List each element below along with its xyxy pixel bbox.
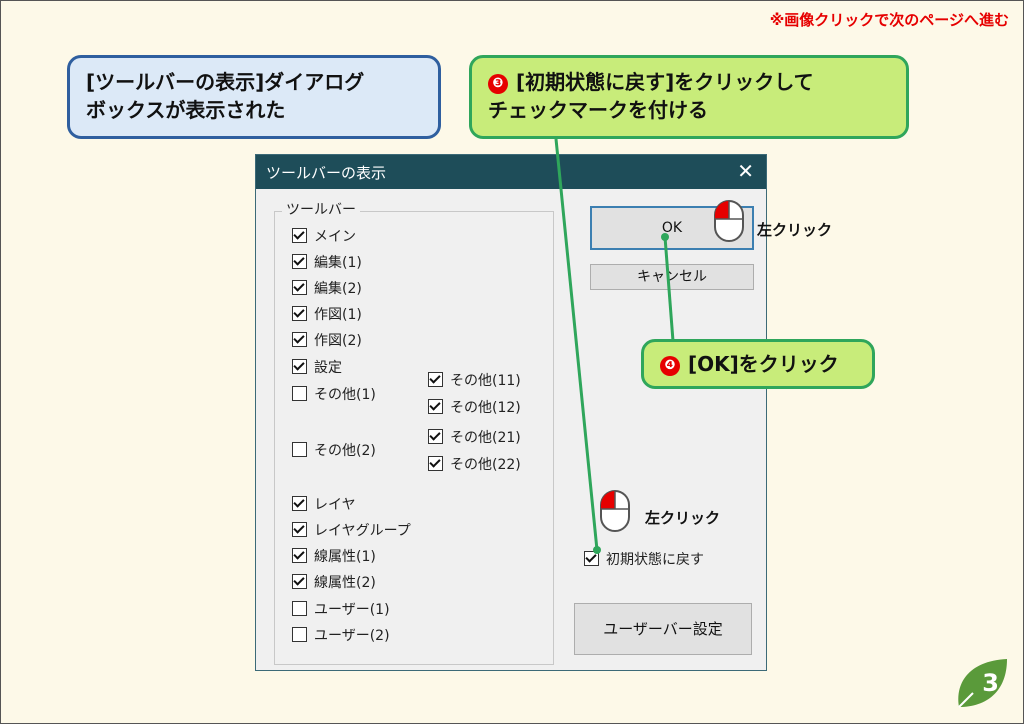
toolbar-checkbox-b-4[interactable]: その他(22) [428,455,521,475]
left-click-mouse-icon [714,200,744,242]
toolbar-checkbox-a-2[interactable]: 編集(1) [292,253,362,273]
left-click-label: 左クリック [757,221,833,239]
close-icon[interactable]: ✕ [737,159,754,183]
checkbox-label: 初期状態に戻す [606,552,704,568]
checkbox-box[interactable] [292,386,307,401]
checkbox-box[interactable] [292,601,307,616]
checkbox-label: 作図(2) [314,333,362,349]
checkbox-label: その他(21) [450,430,521,446]
checkbox-label: その他(22) [450,457,521,473]
checkbox-label: 編集(2) [314,281,362,297]
checkbox-label: 線属性(2) [314,575,376,591]
checkbox-label: ユーザー(2) [314,628,390,644]
callout-step-3: ❸ [初期状態に戻す]をクリックして チェックマークを付ける [469,55,909,139]
connector-dot [593,546,601,554]
next-page-hint[interactable]: ※画像クリックで次のページへ進む [769,11,1009,29]
checkbox-box[interactable] [292,359,307,374]
checkbox-label: その他(11) [450,373,521,389]
toolbar-checkbox-a-6[interactable]: 設定 [292,358,342,378]
checkbox-box[interactable] [292,254,307,269]
checkbox-box[interactable] [292,306,307,321]
toolbar-checkbox-b-1[interactable]: その他(11) [428,371,521,391]
page-number-leaf-icon [958,659,1007,708]
cancel-button[interactable]: キャンセル [590,264,754,290]
checkbox-label: レイヤグループ [314,523,411,539]
toolbar-checkbox-a-5[interactable]: 作図(2) [292,331,362,351]
callout-line: [ツールバーの表示]ダイアログ [86,70,365,94]
connector-line-step-4 [663,236,675,342]
checkbox-box[interactable] [428,456,443,471]
checkbox-label: 設定 [314,360,342,376]
checkbox-box[interactable] [292,496,307,511]
checkbox-box[interactable] [292,548,307,563]
group-label: ツールバー [282,199,360,219]
checkbox-box[interactable] [292,627,307,642]
checkbox-box[interactable] [292,574,307,589]
reset-default-checkbox[interactable]: 初期状態に戻す [584,550,704,570]
toolbar-checkbox-a-8[interactable]: その他(2) [292,441,376,461]
step-number-badge: ❸ [488,74,508,94]
dialog-title: ツールバーの表示 [266,164,387,182]
toolbar-checkbox-a-3[interactable]: 編集(2) [292,279,362,299]
callout-text: [初期状態に戻す]をクリックして [516,70,814,94]
callout-text: [OK]をクリック [688,352,839,376]
checkbox-box[interactable] [428,399,443,414]
callout-line: チェックマークを付ける [488,98,708,122]
toolbar-checkbox-a-1[interactable]: メイン [292,227,356,247]
left-click-label: 左クリック [645,509,721,527]
left-click-mouse-icon [600,490,630,532]
checkbox-box[interactable] [292,228,307,243]
checkbox-label: 編集(1) [314,255,362,271]
callout-dialog-shown: [ツールバーの表示]ダイアログ ボックスが表示された [67,55,441,139]
connector-dot [661,233,669,241]
checkbox-label: 線属性(1) [314,549,376,565]
toolbar-checkbox-b-2[interactable]: その他(12) [428,398,521,418]
toolbar-checkbox-a-10[interactable]: レイヤグループ [292,521,411,541]
callout-line: ❸ [初期状態に戻す]をクリックして [488,68,890,96]
checkbox-label: メイン [314,229,356,245]
toolbar-checkbox-a-11[interactable]: 線属性(1) [292,547,376,567]
page-number: 3 [982,669,999,697]
checkbox-box[interactable] [292,442,307,457]
checkbox-box[interactable] [428,372,443,387]
checkbox-box[interactable] [584,551,599,566]
checkbox-label: その他(2) [314,443,376,459]
checkbox-label: その他(12) [450,400,521,416]
connector-line-step-3 [554,138,599,551]
step-number-badge: ❹ [660,356,680,376]
toolbar-display-dialog: ツールバーの表示 ✕ ツールバー メイン編集(1) 編集(2) 作図(1) 作図(2)… [255,154,767,671]
toolbar-checkbox-a-14[interactable]: ユーザー(2) [292,626,390,646]
callout-step-4: ❹ [OK]をクリック [641,339,875,389]
callout-line: ボックスが表示された [86,98,286,122]
checkbox-label: 作図(1) [314,307,362,323]
toolbar-checkbox-a-12[interactable]: 線属性(2) [292,573,376,593]
toolbar-group-frame [274,211,554,665]
checkbox-box[interactable] [428,429,443,444]
checkbox-label: レイヤ [314,497,356,513]
checkbox-label: その他(1) [314,387,376,403]
user-bar-settings-button[interactable]: ユーザーバー設定 [574,603,752,655]
toolbar-checkbox-a-9[interactable]: レイヤ [292,495,356,515]
checkbox-box[interactable] [292,522,307,537]
toolbar-checkbox-b-3[interactable]: その他(21) [428,428,521,448]
toolbar-checkbox-a-4[interactable]: 作図(1) [292,305,362,325]
checkbox-label: ユーザー(1) [314,602,390,618]
checkbox-box[interactable] [292,332,307,347]
checkbox-box[interactable] [292,280,307,295]
toolbar-checkbox-a-7[interactable]: その他(1) [292,385,376,405]
toolbar-checkbox-a-13[interactable]: ユーザー(1) [292,600,390,620]
dialog-titlebar[interactable]: ツールバーの表示 ✕ [256,155,766,189]
